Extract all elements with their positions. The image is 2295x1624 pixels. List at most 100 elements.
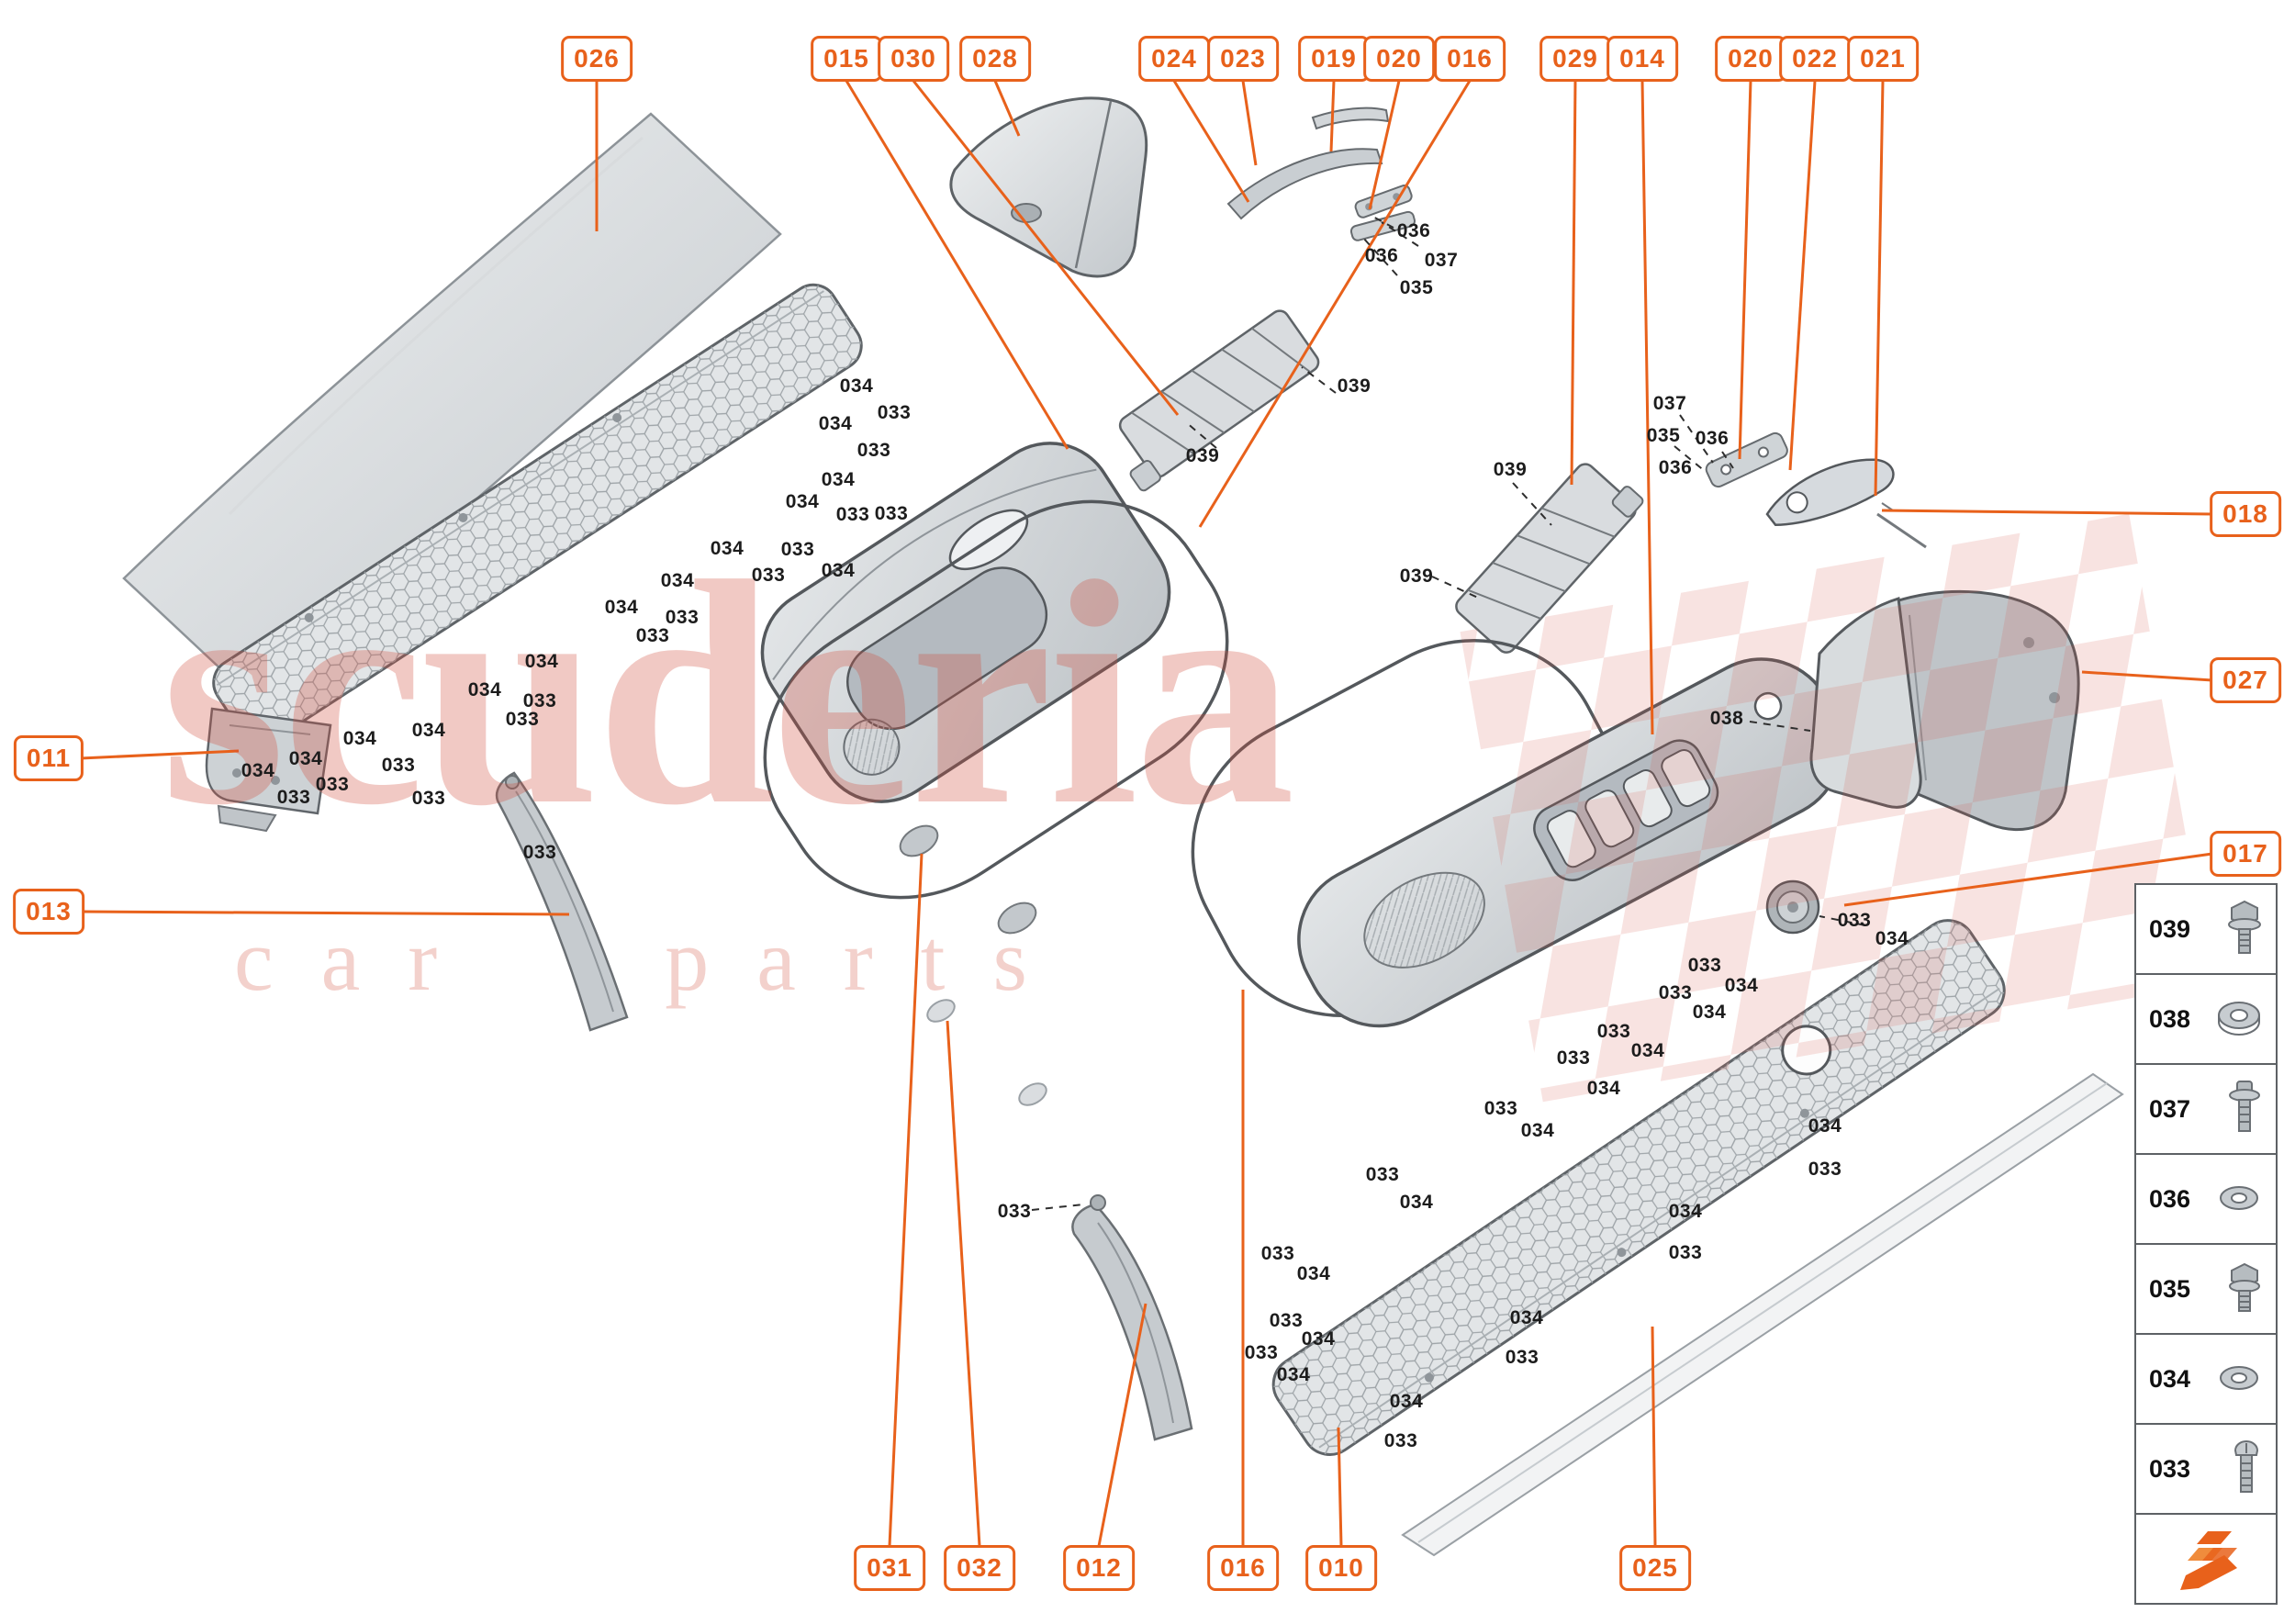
part-number-label: 033 xyxy=(1244,1342,1279,1363)
part-number-label: 036 xyxy=(1364,245,1399,266)
callout-badge[interactable]: 013 xyxy=(13,889,84,935)
callout-badge[interactable]: 021 xyxy=(1847,36,1919,82)
part-number-label: 036 xyxy=(1658,457,1693,478)
callout-badge[interactable]: 031 xyxy=(854,1545,925,1591)
part-number-label: 037 xyxy=(1424,250,1459,271)
legend-row: 034 xyxy=(2134,1333,2278,1425)
callout-badge[interactable]: 014 xyxy=(1606,36,1678,82)
callout-badge[interactable]: 020 xyxy=(1715,36,1786,82)
part-number-label: 034 xyxy=(1296,1263,1331,1284)
callout-badge[interactable]: 020 xyxy=(1363,36,1435,82)
callout-badge[interactable]: 017 xyxy=(2210,831,2281,877)
callout-badge[interactable]: 010 xyxy=(1305,1545,1377,1591)
legend-part-number: 033 xyxy=(2149,1454,2191,1483)
legend-part-number: 037 xyxy=(2149,1094,2191,1123)
part-number-label: 034 xyxy=(1509,1307,1544,1328)
legend-logo-cell xyxy=(2134,1513,2278,1605)
fastener-dashes xyxy=(1031,214,1866,1211)
callout-badge[interactable]: 026 xyxy=(561,36,633,82)
part-number-label: 034 xyxy=(467,679,502,700)
scuderia-arrow-logo-icon xyxy=(2167,1524,2246,1594)
fastener-legend: 039 038 037 036 035 xyxy=(2134,883,2278,1605)
part-number-label: 034 xyxy=(1389,1391,1424,1412)
legend-row: 038 xyxy=(2134,973,2278,1065)
legend-part-number: 038 xyxy=(2149,1004,2191,1033)
checker-watermark xyxy=(1460,513,2212,1103)
part-number-label: 039 xyxy=(1493,459,1528,480)
part-number-label: 033 xyxy=(381,755,416,776)
legend-row: 033 xyxy=(2134,1423,2278,1515)
part-number-label: 033 xyxy=(1668,1242,1703,1263)
adhesive-pads xyxy=(899,824,1047,1106)
sill-blade xyxy=(1401,1072,2124,1557)
callout-badge[interactable]: 029 xyxy=(1539,36,1611,82)
legend-part-number: 035 xyxy=(2149,1274,2191,1303)
callout-badge[interactable]: 032 xyxy=(944,1545,1015,1591)
part-number-label: 038 xyxy=(1709,708,1744,729)
a-pillar-trim xyxy=(495,771,629,1032)
part-number-label: 033 xyxy=(1365,1164,1400,1185)
part-number-label: 034 xyxy=(1399,1192,1434,1213)
part-number-label: 033 xyxy=(1837,910,1872,931)
part-number-label: 036 xyxy=(1695,428,1730,449)
part-number-label: 033 xyxy=(1483,1098,1518,1119)
part-number-label: 034 xyxy=(241,760,275,781)
part-number-label: 034 xyxy=(411,720,446,741)
callout-badge[interactable]: 015 xyxy=(811,36,882,82)
part-number-label: 033 xyxy=(1505,1347,1539,1368)
sill-end-cap xyxy=(205,707,332,833)
callout-badge[interactable]: 028 xyxy=(959,36,1031,82)
part-number-label: 034 xyxy=(288,748,323,769)
part-number-label: 033 xyxy=(522,690,557,711)
part-number-label: 034 xyxy=(1808,1115,1842,1137)
part-number-label: 033 xyxy=(1596,1021,1631,1042)
part-number-label: 033 xyxy=(411,788,446,809)
part-number-label: 033 xyxy=(835,504,870,525)
callout-badge[interactable]: 016 xyxy=(1207,1545,1279,1591)
callout-badge[interactable]: 018 xyxy=(2210,491,2281,537)
part-number-label: 034 xyxy=(342,728,377,749)
vent-bracket-1 xyxy=(1118,309,1320,492)
b-pillar-trim xyxy=(1071,1194,1193,1441)
callout-badge[interactable]: 022 xyxy=(1779,36,1851,82)
legend-row: 039 xyxy=(2134,883,2278,975)
part-number-label: 033 xyxy=(1658,982,1693,1003)
callout-badge[interactable]: 019 xyxy=(1298,36,1370,82)
washer-icon xyxy=(2213,1181,2265,1217)
door-seal-upper xyxy=(763,499,1229,900)
part-number-label: 036 xyxy=(1396,220,1431,241)
speaker-corner-panel xyxy=(949,96,1148,278)
part-number-label: 034 xyxy=(604,597,639,618)
callout-badge[interactable]: 025 xyxy=(1619,1545,1691,1591)
handle-parts xyxy=(1705,431,1927,549)
part-number-label: 034 xyxy=(1724,975,1759,996)
callout-badge[interactable]: 011 xyxy=(13,735,84,781)
callout-badge[interactable]: 024 xyxy=(1138,36,1210,82)
part-number-label: 033 xyxy=(505,709,540,730)
part-number-label: 039 xyxy=(1185,445,1220,466)
part-number-label: 034 xyxy=(1668,1201,1703,1222)
callout-badge[interactable]: 030 xyxy=(878,36,949,82)
washer-icon xyxy=(2213,1361,2265,1397)
part-number-label: 034 xyxy=(1586,1078,1621,1099)
part-number-label: 033 xyxy=(1383,1430,1418,1451)
legend-part-number: 034 xyxy=(2149,1364,2191,1393)
part-number-label: 034 xyxy=(785,491,820,512)
callout-badge[interactable]: 027 xyxy=(2210,657,2281,703)
part-number-label: 034 xyxy=(710,538,744,559)
callout-badge[interactable]: 012 xyxy=(1063,1545,1135,1591)
callout-badge[interactable]: 016 xyxy=(1434,36,1506,82)
part-number-label: 033 xyxy=(780,539,815,560)
washer-icon xyxy=(2213,998,2265,1040)
part-number-label: 034 xyxy=(818,413,853,434)
legend-row: 037 xyxy=(2134,1063,2278,1155)
part-number-label: 034 xyxy=(1520,1120,1555,1141)
part-number-label: 033 xyxy=(856,440,891,461)
leader-lines xyxy=(80,80,2213,1547)
legend-part-number: 039 xyxy=(2149,914,2191,943)
legend-part-number: 036 xyxy=(2149,1184,2191,1213)
part-number-label: 034 xyxy=(1276,1364,1311,1385)
callout-badge[interactable]: 023 xyxy=(1207,36,1279,82)
